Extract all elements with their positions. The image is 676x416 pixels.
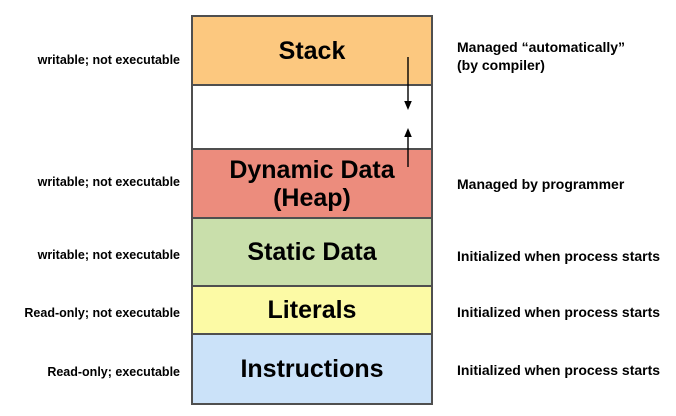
left-note-static-data: writable; not executable bbox=[37, 248, 180, 262]
segment-instructions: Instructions bbox=[193, 335, 431, 403]
right-note-instructions: Initialized when process starts bbox=[457, 362, 661, 378]
segment-instructions-label: Instructions bbox=[240, 355, 384, 383]
right-note-literals: Initialized when process starts bbox=[457, 304, 661, 320]
segment-stack: Stack bbox=[193, 17, 431, 86]
left-note-instructions: Read-only; executable bbox=[47, 365, 180, 379]
left-note-stack: writable; not executable bbox=[37, 53, 180, 67]
segment-stack-label: Stack bbox=[278, 36, 346, 65]
segment-free-space bbox=[193, 86, 431, 150]
segment-static-data: Static Data bbox=[193, 219, 431, 287]
right-note-stack: Managed “automatically” (by compiler) bbox=[457, 38, 673, 74]
segment-heap-label-line2: (Heap) bbox=[273, 183, 351, 212]
right-note-static-data: Initialized when process starts bbox=[457, 248, 661, 264]
segment-literals: Literals bbox=[193, 287, 431, 335]
segment-heap: Dynamic Data (Heap) bbox=[193, 150, 431, 219]
right-note-heap: Managed by programmer bbox=[457, 176, 625, 192]
memory-column: Stack Dynamic Data (Heap) Static Data Li… bbox=[191, 15, 433, 405]
right-note-stack-line2: (by compiler) bbox=[457, 57, 545, 73]
segment-heap-label-line1: Dynamic Data bbox=[229, 155, 395, 184]
right-note-stack-line1: Managed “automatically” bbox=[457, 39, 626, 55]
segment-literals-label: Literals bbox=[267, 296, 357, 324]
left-note-literals: Read-only; not executable bbox=[24, 306, 180, 320]
segment-static-data-label: Static Data bbox=[247, 238, 377, 266]
left-note-heap: writable; not executable bbox=[37, 175, 180, 189]
